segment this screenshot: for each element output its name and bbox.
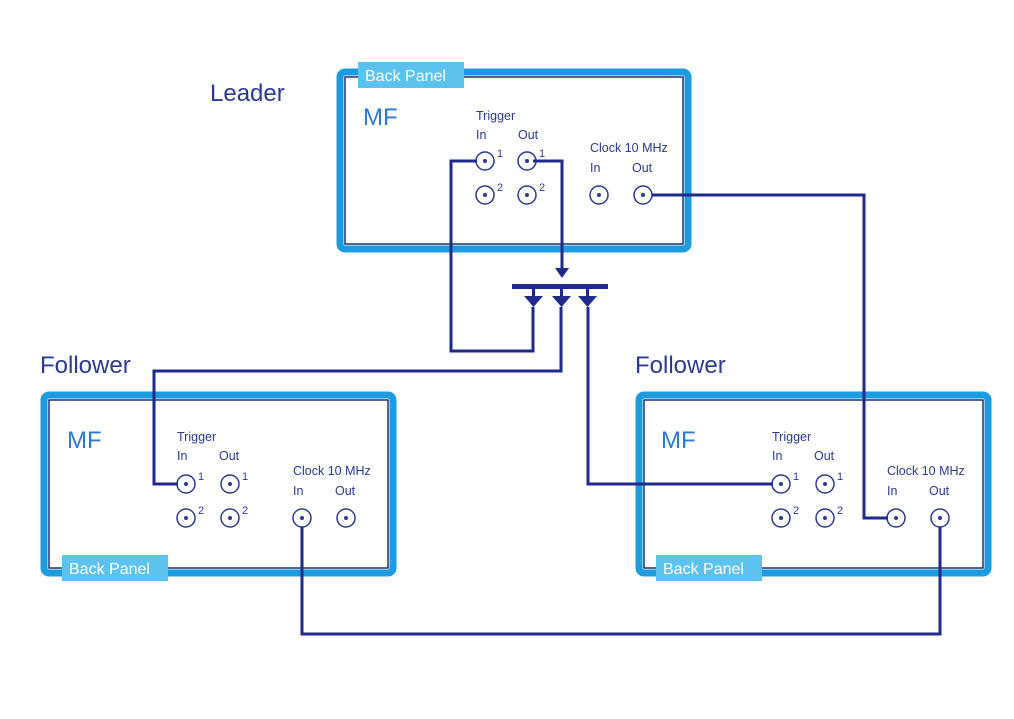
follower-left-clock-in-connector: [292, 508, 312, 528]
leader-panel-badge: [358, 62, 464, 88]
follower-right-trigger-out-1-connector: [815, 474, 835, 494]
follower-left-frame: [40, 391, 397, 577]
leader-clock-out-label: Out: [632, 161, 653, 175]
leader-ch1-out-label: 1: [539, 148, 545, 160]
leader-trigger-out-label: Out: [518, 128, 539, 142]
follower-right-clock-label: Clock 10 MHz: [887, 464, 965, 478]
leader-ch1-in-label: 1: [497, 148, 503, 160]
follower-left-trigger-out-label: Out: [219, 449, 240, 463]
follower-right-role-label: Follower: [635, 352, 726, 379]
follower-left-role-label: Follower: [40, 352, 131, 379]
follower-left-ch1-in-label: 1: [198, 471, 204, 483]
follower-left-clock-label: Clock 10 MHz: [293, 464, 371, 478]
follower-left-device: Follower Back Panel MF Trigger In Out 1 …: [40, 352, 397, 581]
follower-left-panel-badge: [62, 555, 168, 581]
follower-right-trigger-out-label: Out: [814, 449, 835, 463]
cable-splitter-to-follower-right-trigger-in: [586, 307, 773, 486]
follower-right-device-name: MF: [661, 427, 696, 454]
leader-clock-label: Clock 10 MHz: [590, 141, 668, 155]
leader-ch2-in-label: 2: [497, 182, 503, 194]
follower-right-clock-out-connector: [930, 508, 950, 528]
follower-right-ch2-out-label: 2: [837, 505, 843, 517]
cable-follower-right-clock-out-to-follower-left-clock-in: [300, 527, 942, 636]
follower-left-ch1-out-label: 1: [242, 471, 248, 483]
follower-left-trigger-in-2-connector: [176, 508, 196, 528]
leader-trigger-in-label: In: [476, 128, 486, 142]
cable-leader-trigger-out-to-splitter: [533, 159, 564, 268]
follower-right-device: Follower Back Panel MF Trigger In Out 1 …: [635, 352, 992, 581]
leader-clock-in-connector: [589, 185, 609, 205]
leader-inner-border: [344, 76, 684, 245]
follower-right-panel-badge: [656, 555, 762, 581]
follower-right-clock-in-connector: [886, 508, 906, 528]
leader-device-name: MF: [363, 104, 398, 131]
follower-left-inner-border: [48, 399, 389, 569]
follower-right-trigger-in-2-connector: [771, 508, 791, 528]
follower-right-clock-out-label: Out: [929, 484, 950, 498]
leader-trigger-in-2-connector: [475, 185, 495, 205]
leader-trigger-out-2-connector: [517, 185, 537, 205]
cable-leader-clock-out-to-follower-right-clock-in: [652, 193, 888, 520]
follower-left-clock-out-label: Out: [335, 484, 356, 498]
leader-ch2-out-label: 2: [539, 182, 545, 194]
leader-trigger-label: Trigger: [476, 109, 515, 123]
splitter-output-arrow-3: [578, 296, 597, 307]
follower-right-ch1-out-label: 1: [837, 471, 843, 483]
follower-left-device-name: MF: [67, 427, 102, 454]
follower-right-panel-label: Back Panel: [663, 561, 744, 578]
follower-left-clock-in-label: In: [293, 484, 303, 498]
splitter-input-arrow: [555, 268, 569, 278]
leader-frame: [336, 68, 692, 253]
follower-left-trigger-in-label: In: [177, 449, 187, 463]
follower-left-trigger-out-2-connector: [220, 508, 240, 528]
follower-left-clock-out-connector: [336, 508, 356, 528]
splitter-bus-bar: [512, 284, 608, 289]
follower-left-panel-label: Back Panel: [69, 561, 150, 578]
leader-device: Leader Back Panel MF Trigger In Out 1 1 …: [210, 62, 692, 253]
leader-trigger-in-1-connector: [475, 151, 495, 171]
splitter-output-arrow-2: [552, 296, 571, 307]
follower-right-ch1-in-label: 1: [793, 471, 799, 483]
follower-left-ch2-in-label: 2: [198, 505, 204, 517]
follower-right-ch2-in-label: 2: [793, 505, 799, 517]
follower-left-trigger-in-1-connector: [176, 474, 196, 494]
leader-clock-out-connector: [633, 185, 653, 205]
follower-right-clock-in-label: In: [887, 484, 897, 498]
follower-left-trigger-label: Trigger: [177, 430, 216, 444]
splitter-output-arrow-1: [524, 296, 543, 307]
leader-role-label: Leader: [210, 80, 285, 107]
cable-splitter-to-leader-trigger-in: [449, 159, 535, 353]
cable-splitter-to-follower-left-trigger-in: [152, 307, 563, 486]
leader-clock-in-label: In: [590, 161, 600, 175]
follower-right-trigger-out-2-connector: [815, 508, 835, 528]
follower-right-trigger-in-label: In: [772, 449, 782, 463]
trigger-splitter: [512, 268, 608, 307]
leader-panel-label: Back Panel: [365, 68, 446, 85]
follower-left-trigger-out-1-connector: [220, 474, 240, 494]
follower-right-trigger-in-1-connector: [771, 474, 791, 494]
follower-right-trigger-label: Trigger: [772, 430, 811, 444]
follower-left-ch2-out-label: 2: [242, 505, 248, 517]
